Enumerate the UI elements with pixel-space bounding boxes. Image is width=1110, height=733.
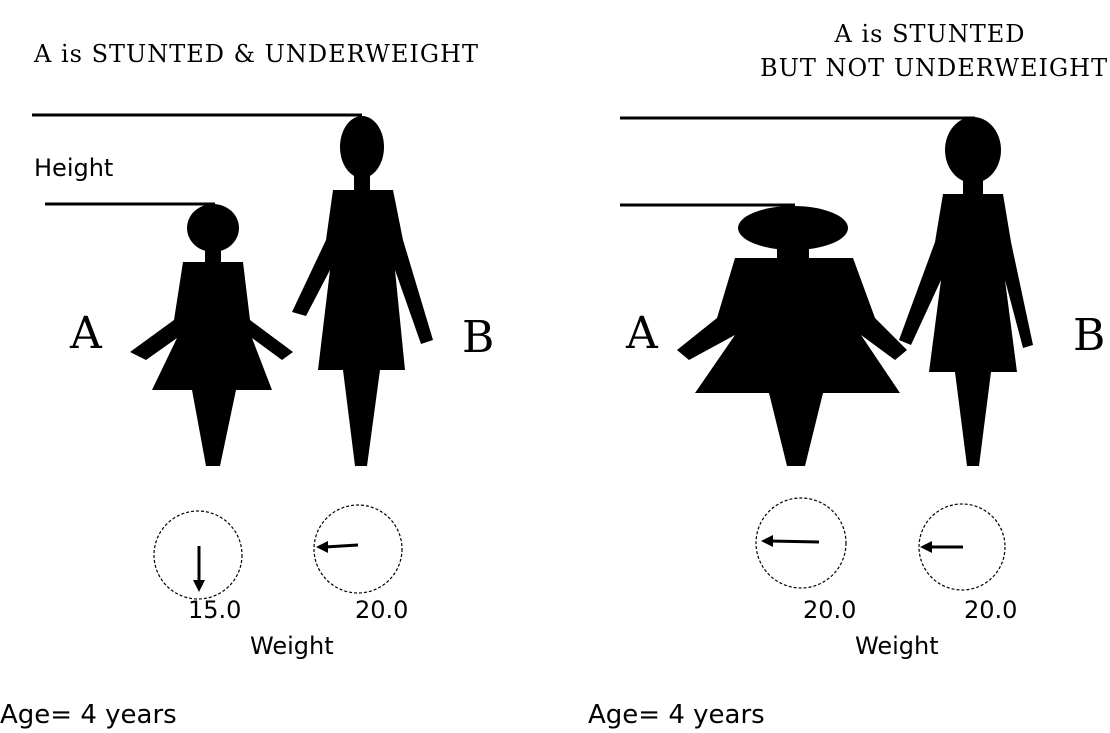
weight-b-value: 20.0 (964, 596, 1017, 624)
weight-a-value: 20.0 (803, 596, 856, 624)
figure-a-silhouette (130, 204, 293, 466)
scale-b-needle (325, 545, 358, 547)
figure-illustration (0, 0, 555, 733)
panel-stunted-underweight: A is STUNTED & UNDERWEIGHT Height A B 15… (0, 0, 555, 733)
weight-label: Weight (250, 632, 334, 660)
weight-label: Weight (855, 632, 939, 660)
scale-a-arrowhead (193, 580, 205, 592)
figure-b-silhouette (899, 117, 1033, 466)
figure-a-label: A (626, 308, 658, 359)
panel-stunted-not-underweight: A is STUNTED BUT NOT UNDERWEIGHT A B 20.… (555, 0, 1110, 733)
figure-b-silhouette (292, 116, 433, 466)
scale-b-arrowhead (920, 541, 932, 553)
weight-a-value: 15.0 (188, 596, 241, 624)
scale-b-arrowhead (316, 541, 328, 553)
weight-b-value: 20.0 (355, 596, 408, 624)
age-label: Age= 4 years (588, 700, 765, 730)
figure-a-label: A (70, 308, 102, 359)
age-label: Age= 4 years (0, 700, 177, 730)
figure-b-label: B (1073, 310, 1105, 361)
scale-a-arrowhead (761, 535, 773, 547)
height-label: Height (34, 154, 113, 182)
figure-b-label: B (462, 312, 494, 363)
scale-a-needle (770, 541, 819, 542)
figure-a-silhouette (677, 206, 907, 466)
